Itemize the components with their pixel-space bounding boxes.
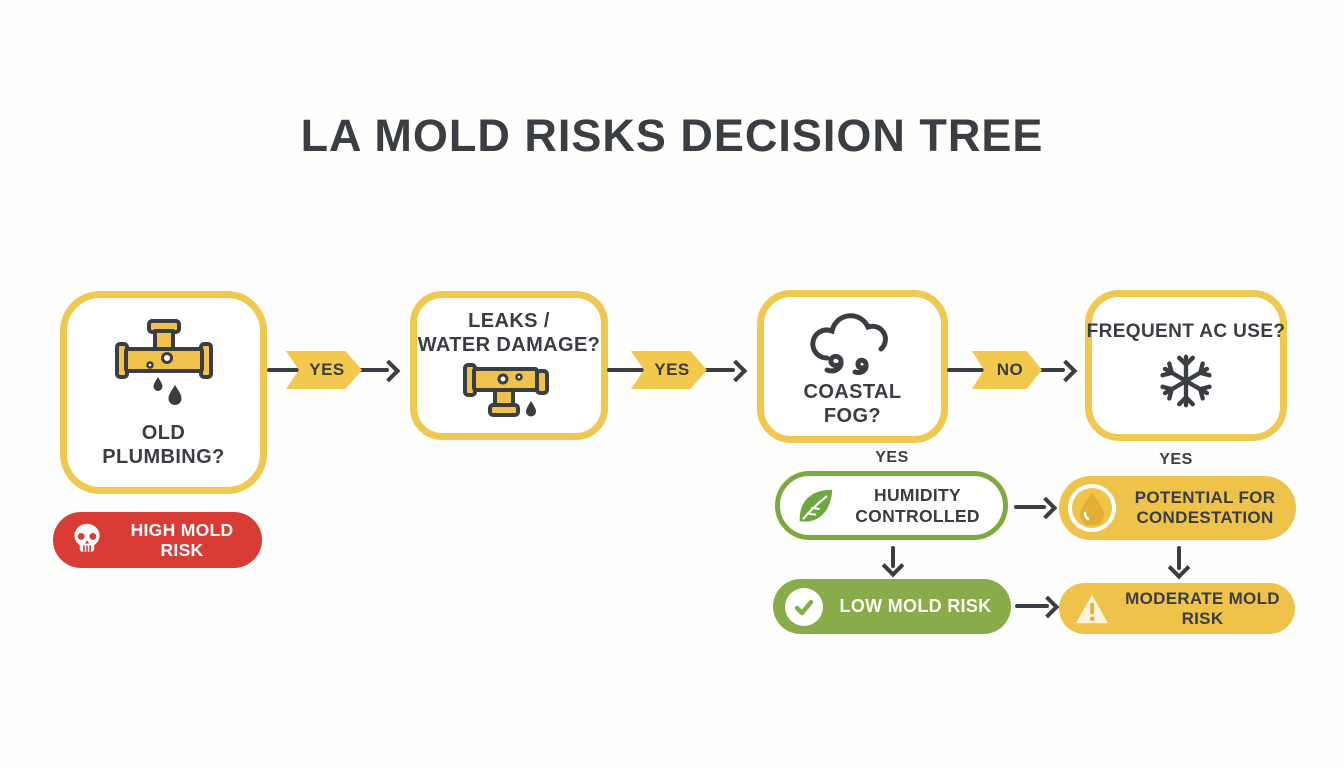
arrowhead-right-icon	[377, 359, 401, 383]
leaky-pipe-icon	[114, 318, 213, 405]
snowflake-icon	[1160, 354, 1212, 408]
connector-low-moderate	[1015, 604, 1049, 608]
leaks-label: LEAKS / WATER DAMAGE?	[417, 309, 601, 356]
droplet-icon	[1068, 484, 1116, 532]
moderate-mold-risk-label: MODERATE MOLD RISK	[1125, 588, 1280, 628]
humidity-controlled-label: HUMIDITY CONTROLLED	[855, 485, 980, 526]
coastal-fog-box: COASTAL FOG?	[757, 290, 948, 443]
dripping-pipe-icon	[463, 362, 549, 417]
ac-yes-label: YES	[1159, 451, 1193, 468]
arrowhead-right-icon	[724, 359, 748, 383]
checkmark-icon	[785, 587, 823, 626]
arrowhead-right-icon	[1036, 595, 1060, 619]
no-chevron-fog: NO	[972, 351, 1042, 389]
high-mold-risk-label: HIGH MOLD RISK	[130, 519, 234, 560]
old-plumbing-box: OLD PLUMBING?	[60, 291, 267, 494]
coastal-fog-label: COASTAL FOG?	[803, 380, 902, 427]
warning-icon	[1076, 594, 1108, 623]
page-title: LA MOLD RISKS DECISION TREE	[300, 110, 1044, 161]
condensation-pill: POTENTIAL FOR CONDESTATION	[1059, 476, 1296, 540]
skull-icon	[74, 523, 100, 552]
frequent-ac-box: FREQUENT AC USE?	[1085, 290, 1287, 441]
high-mold-risk-pill: HIGH MOLD RISK	[53, 512, 262, 568]
connector-humidity-condensation	[1014, 505, 1046, 509]
connector-humidity-low	[891, 546, 895, 568]
old-plumbing-label: OLD PLUMBING?	[102, 421, 225, 468]
connector-condensation-moderate	[1177, 546, 1181, 570]
low-mold-risk-label: LOW MOLD RISK	[839, 596, 992, 617]
drip-large	[168, 384, 181, 405]
moderate-mold-risk-pill: MODERATE MOLD RISK	[1059, 583, 1295, 634]
arrowhead-down-icon	[881, 554, 905, 578]
drip	[526, 400, 536, 416]
fog-cloud-icon	[809, 312, 888, 375]
arrowhead-right-icon	[1054, 359, 1078, 383]
low-mold-risk-pill: LOW MOLD RISK	[773, 579, 1011, 634]
humidity-controlled-pill: HUMIDITY CONTROLLED	[775, 471, 1008, 540]
drip-small	[153, 376, 162, 391]
frequent-ac-label: FREQUENT AC USE?	[1086, 321, 1286, 343]
leaks-water-damage-box: LEAKS / WATER DAMAGE?	[410, 291, 608, 440]
fog-yes-label: YES	[875, 449, 909, 466]
leaf-icon	[799, 489, 833, 522]
condensation-label: POTENTIAL FOR CONDESTATION	[1134, 488, 1276, 527]
arrowhead-right-icon	[1034, 496, 1058, 520]
arrowhead-down-icon	[1167, 556, 1191, 580]
